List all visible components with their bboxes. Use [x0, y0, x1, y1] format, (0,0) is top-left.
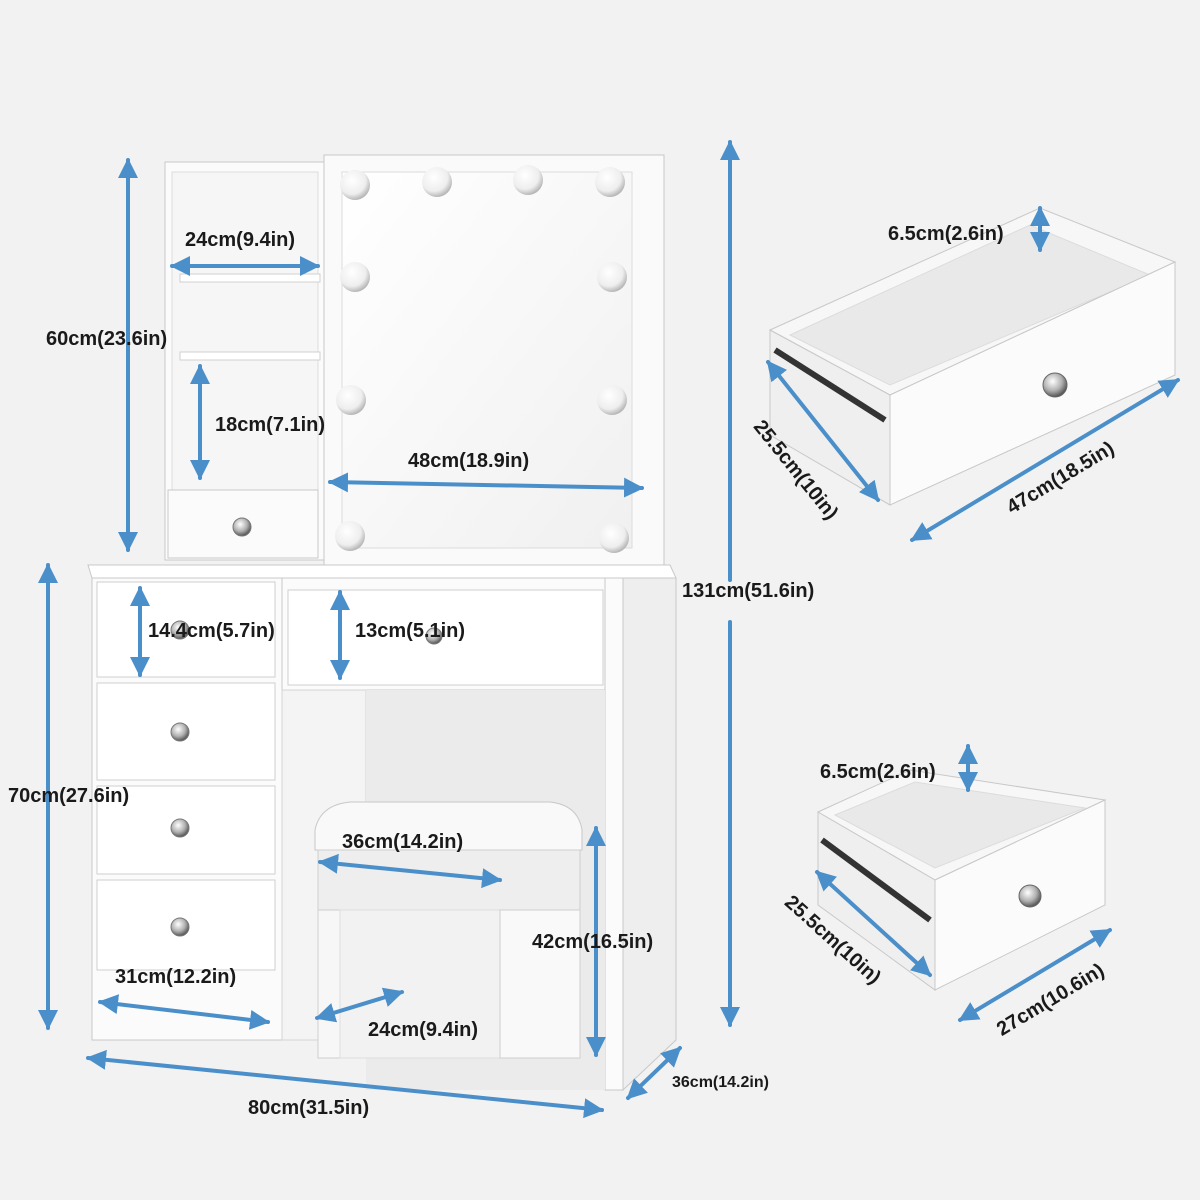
shelf-gap-label: 18cm(7.1in) [215, 414, 326, 436]
drawer-width-label: 31cm(12.2in) [115, 966, 237, 988]
large-drawer-height-label: 6.5cm(2.6in) [888, 223, 1004, 245]
side-drawers [96, 581, 276, 971]
mirror-width-label: 48cm(18.9in) [408, 450, 530, 472]
desk-height-label: 70cm(27.6in) [8, 785, 130, 807]
center-drawer-height-label: 13cm(5.1in) [355, 620, 466, 642]
vanity-desk [87, 564, 677, 1092]
crystal-knob-icon [1042, 372, 1068, 398]
total-depth-label: 36cm(14.2in) [672, 1074, 769, 1091]
lighted-mirror [323, 154, 665, 566]
large-drawer [768, 207, 1177, 506]
dimension-arrows [38, 140, 1180, 1119]
stool-depth-label: 24cm(9.4in) [368, 1019, 479, 1041]
total-width-label: 80cm(31.5in) [248, 1097, 370, 1119]
shelf-width-label: 24cm(9.4in) [185, 229, 296, 251]
small-drawer-height-label: 6.5cm(2.6in) [820, 761, 936, 783]
hutch-height-label: 60cm(23.6in) [46, 328, 168, 350]
top-drawer-height-label: 14.4cm(5.7in) [148, 620, 275, 642]
vanity-bulb-icon [335, 165, 629, 553]
vanity-hutch [164, 161, 326, 561]
total-height-label: 131cm(51.6in) [682, 580, 815, 602]
stool-height-label: 42cm(16.5in) [532, 931, 654, 953]
crystal-knob-icon [425, 627, 443, 645]
crystal-knob-icon [1018, 884, 1042, 908]
crystal-knob-icon [232, 517, 252, 537]
stool-width-label: 36cm(14.2in) [342, 831, 464, 853]
